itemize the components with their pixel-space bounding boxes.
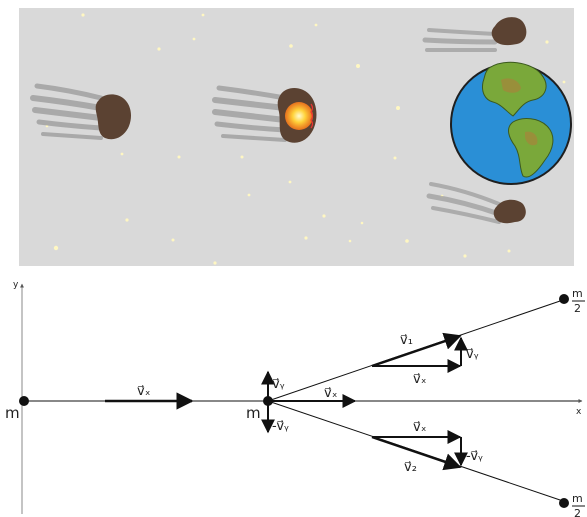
label-v2: v⃗₂	[404, 460, 417, 475]
explosion	[285, 102, 313, 130]
asteroid-top-right	[422, 17, 527, 53]
vector-v1	[371, 332, 462, 368]
asteroid-scene	[19, 8, 574, 266]
y-axis-label: y	[13, 280, 19, 290]
asteroid-left	[30, 83, 131, 140]
half-mass-top-denominator: 2	[574, 302, 581, 315]
star-field	[45, 13, 566, 265]
momentum-diagram: y x m m m 2 m 2 v⃗ₓ v⃗ᵧ -v⃗ᵧ v⃗ₓ v⃗₁ v⃗ₓ…	[5, 280, 585, 517]
asteroid-center	[212, 85, 317, 143]
label-vy-bottom: -v⃗ᵧ	[466, 449, 483, 464]
fragment-top-point	[559, 294, 569, 304]
label-vx-incoming: v⃗ₓ	[137, 384, 151, 399]
rock	[493, 199, 526, 224]
continent-south	[508, 118, 554, 178]
mass-left-point	[19, 396, 29, 406]
mass-center-label: m	[246, 404, 261, 422]
label-vy-top: v⃗ᵧ	[466, 347, 479, 362]
label-vx-top: v⃗ₓ	[413, 372, 427, 387]
rock	[491, 17, 527, 46]
label-vy-up: v⃗ᵧ	[272, 377, 285, 392]
mass-left-label: m	[5, 404, 20, 422]
fragment-bottom-point	[559, 498, 569, 508]
asteroid-bottom-right	[426, 182, 526, 224]
rock	[95, 94, 131, 140]
label-vy-down: -v⃗ᵧ	[272, 419, 289, 434]
vector-v2	[371, 435, 462, 471]
half-mass-bottom-denominator: 2	[574, 507, 581, 517]
label-vx-center: v⃗ₓ	[324, 386, 338, 401]
half-mass-top-numerator: m	[572, 287, 583, 300]
earth-planet	[450, 61, 572, 185]
label-v1: v⃗₁	[400, 333, 413, 348]
x-axis-label: x	[576, 407, 582, 417]
half-mass-bottom-numerator: m	[572, 492, 583, 505]
label-vx-bottom: v⃗ₓ	[413, 420, 427, 435]
